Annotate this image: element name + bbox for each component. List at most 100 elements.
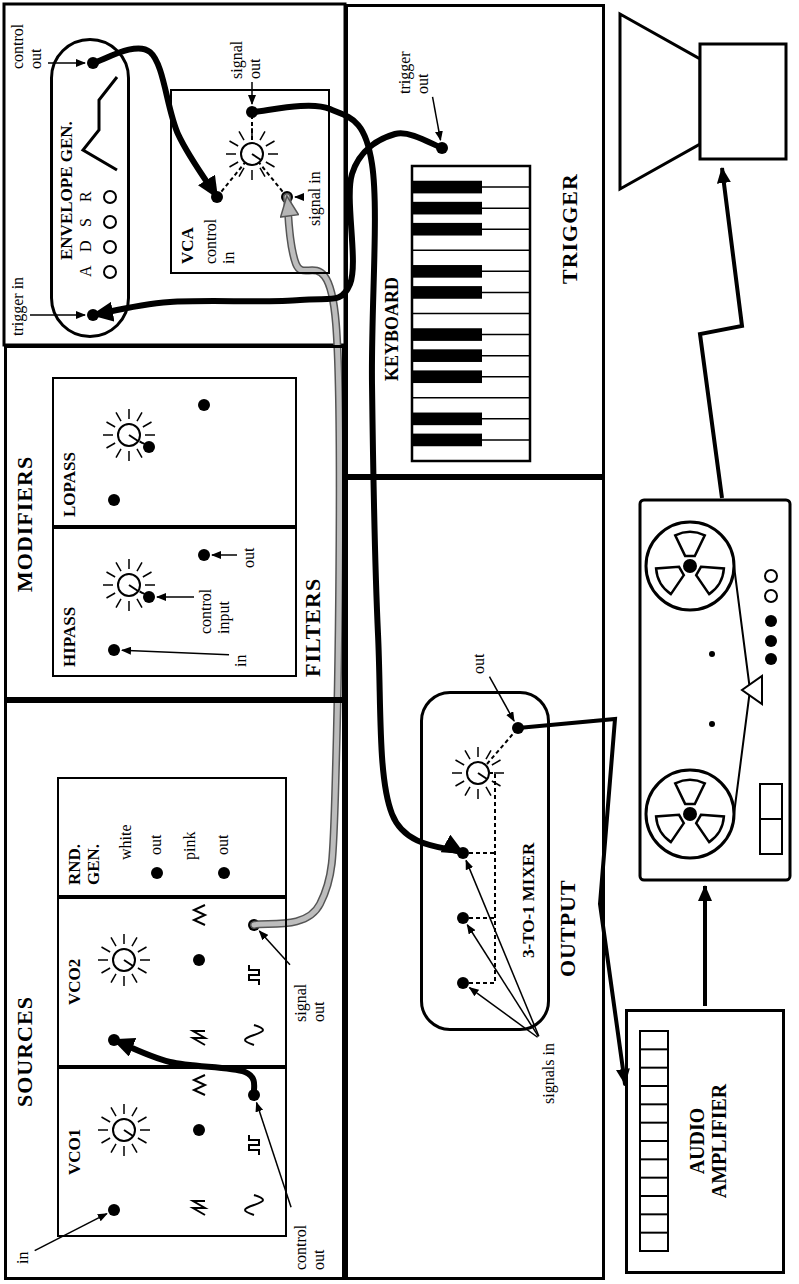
meter-segment bbox=[640, 1140, 668, 1142]
module-title: AUDIO AMPLIFIER bbox=[686, 1071, 731, 1211]
knob-tick bbox=[132, 937, 137, 946]
knob-pointer bbox=[124, 960, 133, 966]
panel: MODIFIERSFILTERSHIPASSLOPASS bbox=[4, 345, 345, 700]
knob bbox=[241, 143, 263, 165]
waveform-symbol bbox=[245, 1025, 263, 1045]
reel-vane bbox=[656, 567, 684, 594]
jack-label: out bbox=[470, 654, 488, 674]
internal-wiring bbox=[469, 917, 495, 919]
filter-box: HIPASS bbox=[52, 527, 297, 677]
meter-segment bbox=[640, 1067, 668, 1069]
knob bbox=[118, 574, 140, 596]
knob-tick bbox=[452, 772, 462, 774]
knob-tick bbox=[106, 422, 115, 427]
knob-tick bbox=[132, 1144, 137, 1153]
knob-tick bbox=[137, 412, 142, 421]
jack-label: out bbox=[240, 548, 258, 568]
waveform-symbol bbox=[193, 1201, 205, 1215]
meter-segment bbox=[640, 1158, 668, 1160]
jack bbox=[151, 867, 163, 879]
knob-tick bbox=[477, 747, 479, 757]
module-title: KEYBOARD bbox=[382, 277, 402, 381]
vca-box: VCAcontrol insignal in bbox=[170, 89, 330, 274]
knob-tick bbox=[486, 787, 491, 796]
speaker-horn bbox=[620, 14, 700, 189]
tape-reel bbox=[646, 770, 734, 858]
knob-tick bbox=[98, 1129, 108, 1131]
knob-tick bbox=[101, 1138, 110, 1143]
knob-tick bbox=[138, 1117, 147, 1122]
jack-label: out bbox=[214, 835, 232, 855]
knob-tick bbox=[140, 959, 150, 961]
tape-counter-divider bbox=[760, 818, 782, 820]
envelope-knob bbox=[104, 241, 116, 253]
knob-tick bbox=[260, 131, 265, 140]
black-key bbox=[412, 349, 482, 362]
knob-tick bbox=[268, 153, 278, 155]
knob-tick bbox=[111, 1144, 116, 1153]
knob-pointer bbox=[129, 585, 138, 591]
knob-tick bbox=[116, 599, 121, 608]
knob-tick bbox=[239, 131, 244, 140]
reel-hub bbox=[683, 559, 697, 573]
amp-to-tape-arrow bbox=[703, 886, 707, 1006]
tape-head bbox=[742, 676, 762, 704]
waveform-symbol bbox=[194, 905, 205, 925]
black-key bbox=[412, 223, 482, 236]
knob-tick bbox=[137, 562, 142, 571]
leader-line bbox=[157, 596, 194, 598]
knob-tick bbox=[132, 1107, 137, 1116]
jack bbox=[198, 549, 210, 561]
leader-line bbox=[489, 677, 514, 721]
knob-tick bbox=[455, 760, 464, 765]
jack-label: in bbox=[14, 1252, 32, 1264]
jack bbox=[457, 977, 469, 989]
module-details bbox=[30, 57, 734, 1251]
reel-vane bbox=[675, 532, 705, 556]
knob-tick bbox=[143, 422, 152, 427]
envelope-panel bbox=[4, 4, 345, 345]
jack bbox=[193, 1124, 205, 1136]
knob-tick bbox=[138, 1138, 147, 1143]
knob-tick bbox=[266, 141, 275, 146]
knob-tick bbox=[492, 760, 501, 765]
meter-segment bbox=[640, 1085, 668, 1087]
jack-label: signals in bbox=[540, 1039, 558, 1104]
knob-tick bbox=[103, 584, 113, 586]
leader-line bbox=[48, 62, 85, 64]
knob-tick bbox=[137, 449, 142, 458]
jack-label: signal out bbox=[228, 19, 264, 79]
knob bbox=[113, 949, 135, 971]
knob-tick bbox=[103, 434, 113, 436]
knob-tick bbox=[111, 937, 116, 946]
envelope-knob bbox=[104, 216, 116, 228]
knob-pointer bbox=[252, 154, 261, 160]
knob-tick bbox=[251, 170, 253, 180]
jack bbox=[108, 494, 120, 506]
key-divider bbox=[412, 250, 530, 252]
jack bbox=[108, 644, 120, 656]
knob-tick bbox=[494, 772, 504, 774]
envelope-knob bbox=[104, 191, 116, 203]
tape-button bbox=[765, 590, 777, 602]
jack-label: out bbox=[147, 835, 165, 855]
knob-tick bbox=[266, 162, 275, 167]
internal-wiring bbox=[487, 728, 518, 764]
knob-tick bbox=[116, 449, 121, 458]
waveform-symbol bbox=[193, 1031, 205, 1045]
knob-tick bbox=[128, 451, 130, 461]
cable-body bbox=[518, 719, 625, 1084]
module-title: VCO1 bbox=[65, 1129, 84, 1175]
waveform-symbol bbox=[249, 965, 259, 985]
knob-tick bbox=[132, 974, 137, 983]
knob-tick bbox=[101, 947, 110, 952]
black-key bbox=[412, 370, 482, 383]
speaker-box bbox=[700, 44, 786, 159]
knob-tick bbox=[123, 934, 125, 944]
leader-line bbox=[295, 196, 303, 198]
jack-label: D bbox=[77, 240, 95, 252]
knob-tick bbox=[101, 968, 110, 973]
knob-tick bbox=[145, 584, 155, 586]
jack bbox=[193, 954, 205, 966]
knob-tick bbox=[123, 976, 125, 986]
